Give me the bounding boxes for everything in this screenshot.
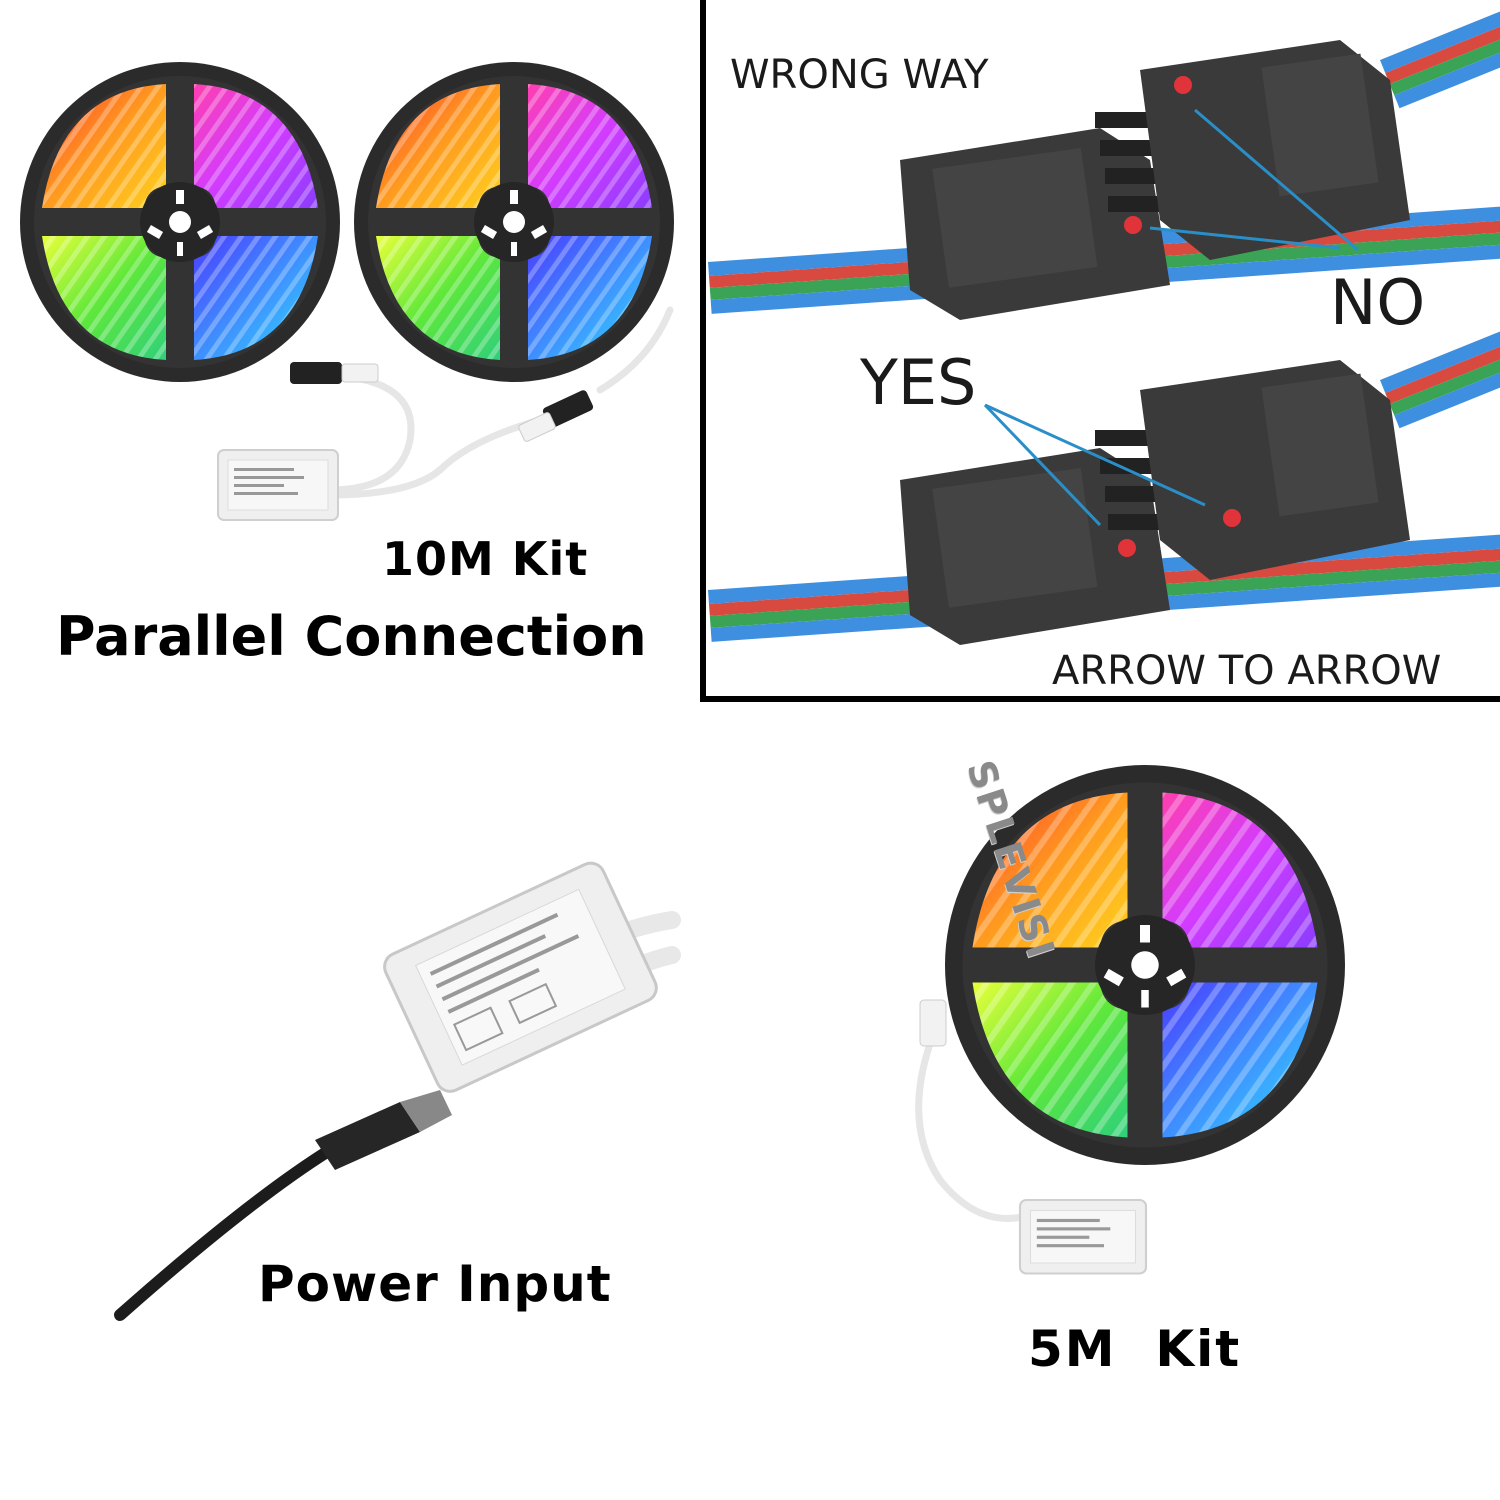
connector-guide-panel [700, 0, 1500, 702]
controller-box-10m [217, 449, 339, 521]
power-input-caption: Power Input [258, 1255, 612, 1313]
arrow-dot-wrong-right [1174, 76, 1192, 94]
no-label: NO [1330, 266, 1426, 339]
wrong-way-label: WRONG WAY [730, 52, 989, 98]
connector-wrong-right [1140, 40, 1410, 260]
dc-plug [315, 1090, 452, 1170]
plug-connector-right [518, 390, 594, 442]
reel-left [20, 62, 340, 382]
controller-box-5m [1018, 1198, 1148, 1275]
pointer-lines-no [1149, 108, 1359, 252]
reel-right [354, 62, 674, 382]
splitter-wire [326, 306, 674, 499]
arrow-dot-yes-left [1118, 539, 1136, 557]
parallel-connection-title: Parallel Connection [56, 605, 647, 668]
kit-5m-caption: 5M Kit [1028, 1320, 1242, 1378]
plug-connector-5m [919, 999, 947, 1047]
arrow-dot-wrong-left [1124, 216, 1142, 234]
pointer-lines-yes [983, 403, 1206, 527]
kit-10m-caption: 10M Kit [382, 532, 589, 586]
power-cable [114, 1144, 336, 1321]
yes-label: YES [860, 346, 977, 419]
plug-connector-left [290, 362, 379, 384]
arrow-to-arrow-label: ARROW TO ARROW [1052, 648, 1442, 694]
connector-yes-right [1140, 360, 1410, 580]
arrow-dot-yes-right [1223, 509, 1241, 527]
controller-box-power [383, 861, 658, 1093]
reel-5m-wire [915, 1026, 1034, 1222]
